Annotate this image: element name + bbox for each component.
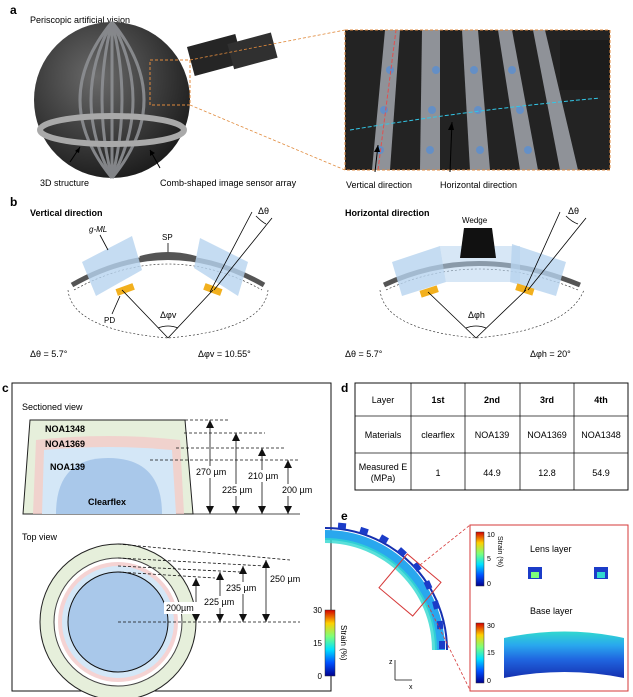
panel-a-title: Periscopic artificial vision [30,15,130,25]
label-vertical-direction: Vertical direction [346,180,412,190]
label-comb-sensor: Comb-shaped image sensor array [160,178,297,188]
strain-arc-simulation [324,522,448,651]
main-strain-label: Strain (%) [339,625,348,661]
value-dphi-v: Δφv = 10.55° [198,349,251,359]
table-cell-materials-1: clearflex [421,430,455,440]
table-header-layer: Layer [372,395,395,405]
pd-right [203,283,223,296]
table-cell-materials-2: NOA139 [475,430,510,440]
table-cell-e-3: 12.8 [538,468,556,478]
label-gml: g-ML [89,225,107,234]
main-tick-15: 15 [313,639,322,648]
panel-b-letter: b [10,195,17,209]
label-pd: PD [104,316,115,325]
pd-left [115,283,135,296]
gml-lens-left [82,236,142,296]
axis-indicator: z x [389,659,413,691]
top-view [39,543,197,697]
table-cell-e-2: 44.9 [483,468,501,478]
lens-strain-label: Strain (%) [496,536,503,567]
panel-a: a Periscopic artificial vision 3D struct… [10,3,611,190]
lens-tick-10: 10 [487,532,495,539]
panel-d-letter: d [341,381,348,395]
axis-x: x [409,684,413,691]
sp-spacer [139,252,197,260]
layer-clearflex: Clearflex [88,497,126,507]
label-dtheta-v: Δθ [258,206,269,216]
layer-noa139: NOA139 [50,462,85,472]
dim-top-225: 225 µm [204,597,234,607]
table-cell-materials-3: NOA1369 [527,430,567,440]
label-sp: SP [162,233,173,242]
panel-e: e 30 15 0 [313,509,629,692]
panel-c: c Sectioned view NOA1348 NOA1369 NOA139 … [2,381,332,697]
vertical-diagram [67,211,273,339]
label-dphi-h: Δφh [468,310,485,320]
table-header-4th: 4th [594,395,608,405]
sphere-illustration [34,21,278,179]
vertical-title: Vertical direction [30,208,103,218]
panel-d: d Layer 1st 2nd 3rd 4th Materials clearf… [341,381,629,491]
base-tick-15: 15 [487,650,495,657]
label-horizontal-direction: Horizontal direction [440,180,517,190]
label-3d-structure: 3D structure [40,178,89,188]
table-header-2nd: 2nd [484,395,500,405]
sectioned-title: Sectioned view [22,402,83,412]
value-dtheta-v: Δθ = 5.7° [30,349,68,359]
sectioned-view [22,419,194,515]
dim-top-235: 235 µm [226,583,256,593]
layer-noa1348: NOA1348 [45,424,85,434]
table-header-1st: 1st [431,395,444,405]
axis-z: z [389,659,393,666]
label-dtheta-h: Δθ [568,206,579,216]
table-header-3rd: 3rd [540,395,554,405]
inset-box: 10 5 0 Strain (%) Lens layer 30 15 0 Bas… [469,524,629,692]
top-dimension-lines [117,543,300,623]
wedge-shape [460,228,496,258]
gml-lens-right [194,238,248,296]
dim-section-210: 210 µm [248,471,278,481]
table-cell-e-1: 1 [435,468,440,478]
sphere-sensor-stripes [78,21,146,179]
base-layer-title: Base layer [530,606,573,616]
label-dphi-v: Δφv [160,310,177,320]
dim-section-270: 270 µm [196,467,226,477]
table-cell-e-4: 54.9 [592,468,610,478]
base-layer-strain-map [504,631,624,678]
table-cell-e-label-2: (MPa) [371,473,396,483]
panel-c-letter: c [2,381,9,395]
lens-tick-0: 0 [487,581,491,588]
dim-top-250: 250 µm [270,574,300,584]
layer-noa1369: NOA1369 [45,439,85,449]
zoom-image [344,29,611,171]
value-dphi-h: Δφh = 20° [530,349,571,359]
base-tick-0: 0 [487,678,491,685]
horizontal-diagram [379,211,587,339]
materials-table [354,382,629,491]
panel-e-letter: e [341,509,348,523]
zoom-source-box [149,59,191,106]
horizontal-title: Horizontal direction [345,208,430,218]
table-cell-materials-4: NOA1348 [581,430,621,440]
dim-section-225: 225 µm [222,485,252,495]
label-wedge: Wedge [462,216,488,225]
dim-section-200: 200 µm [282,485,312,495]
main-tick-30: 30 [313,606,322,615]
table-cell-materials-label: Materials [365,430,402,440]
sphere-comb-band [37,113,187,147]
value-dtheta-h: Δθ = 5.7° [345,349,383,359]
lens-layer-title: Lens layer [530,544,572,554]
main-colorbar: 30 15 0 Strain (%) [313,606,348,681]
zoom-box-e [378,553,442,617]
panel-b: b Vertical direction g-ML SP PD Δθ Δφv Δ… [10,195,587,359]
lens-tick-5: 5 [487,556,491,563]
dim-top-200: 200µm [166,603,194,613]
panel-a-letter: a [10,3,17,17]
base-tick-30: 30 [487,623,495,630]
table-cell-e-label-1: Measured E [359,462,408,472]
main-tick-0: 0 [318,672,323,681]
top-view-title: Top view [22,532,58,542]
